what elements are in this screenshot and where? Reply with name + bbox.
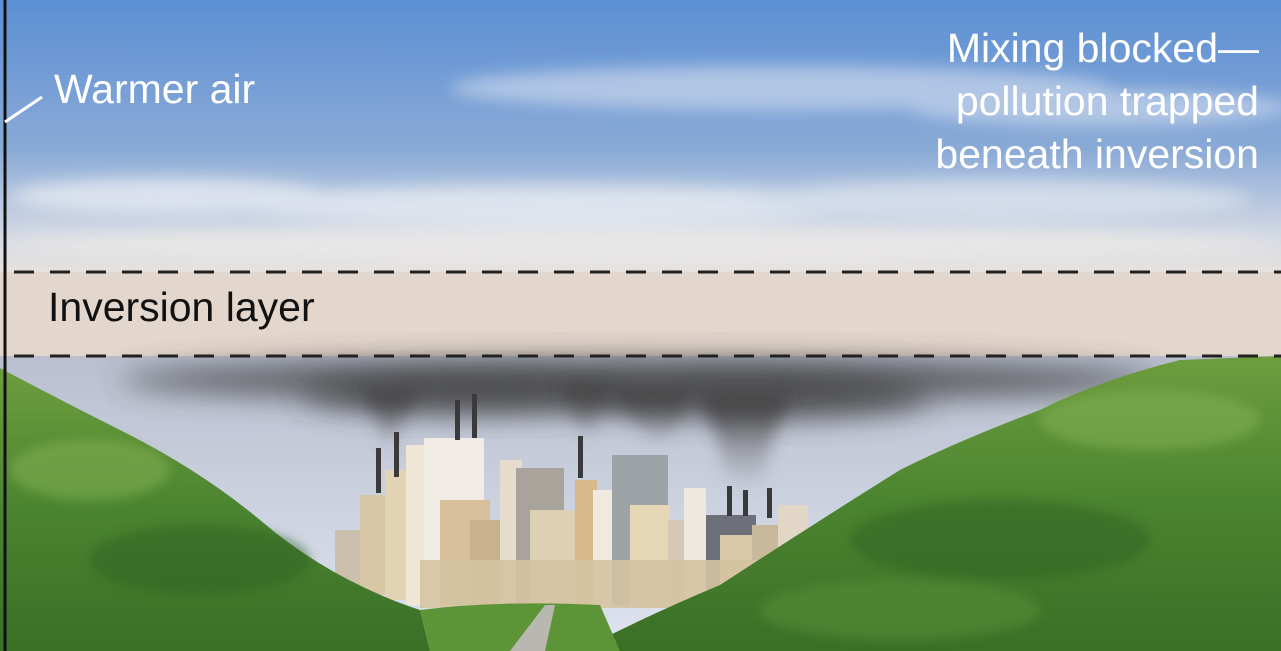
warm-air-sky	[0, 0, 1281, 272]
road	[510, 605, 555, 651]
mixing-note-line-1: Mixing blocked—	[946, 25, 1259, 71]
left-hill	[0, 368, 430, 651]
warmer-air-leader	[4, 95, 43, 124]
inversion-layer-label: Inversion layer	[48, 284, 315, 330]
mixing-note-line-3: beneath inversion	[935, 131, 1259, 177]
smokestacks	[376, 394, 772, 518]
clouds	[0, 66, 1281, 263]
city-skyline	[335, 438, 808, 608]
warmer-air-label: Warmer air	[54, 66, 256, 112]
smoke-plumes	[360, 385, 790, 490]
mixing-blocked-note: Mixing blocked— pollution trapped beneat…	[935, 22, 1259, 181]
inversion-layer-band	[0, 272, 1281, 356]
mixing-note-line-2: pollution trapped	[955, 78, 1259, 124]
hill-texture	[10, 390, 1260, 640]
valley-floor	[420, 603, 620, 651]
